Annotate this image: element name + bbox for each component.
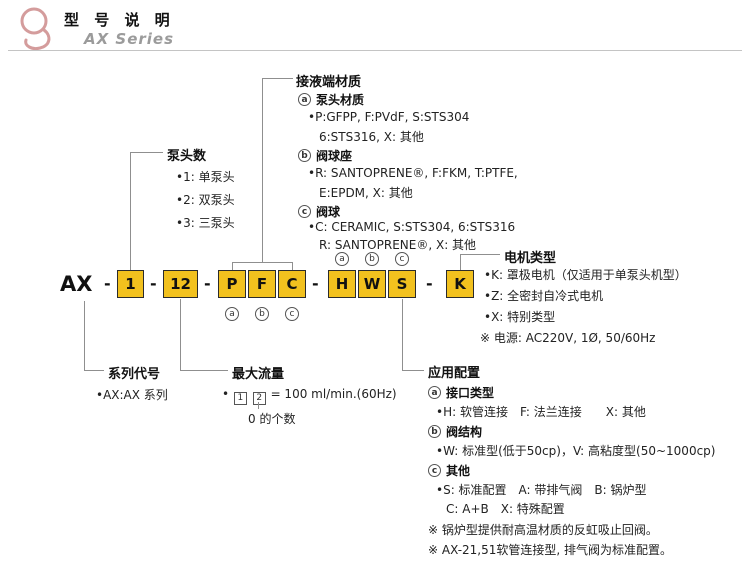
application-group-a-line: •H: 软管连接 F: 法兰连接 X: 其他 (436, 405, 646, 419)
section-title-flow: 最大流量 (232, 367, 285, 382)
motor-power-note: ※ 电源: AC220V, 1Ø, 50/60Hz (480, 331, 656, 345)
circled-marker-a-below: a (225, 307, 239, 321)
wetted-group-b-text: 阀球座 (316, 149, 353, 163)
application-group-c-text: 其他 (446, 464, 471, 478)
flow-digit-box-1: 1 (233, 391, 247, 405)
wetted-group-c-line2: R: SANTOPRENE®, X: 其他 (319, 238, 477, 252)
flow-bullet: • (222, 387, 230, 401)
circled-marker-b-above: b (365, 252, 379, 266)
circled-marker-c-above: c (395, 252, 409, 266)
circled-b-icon: b (428, 425, 441, 438)
connector-series-vertical (84, 301, 85, 370)
circled-b-icon: b (298, 149, 311, 162)
circled-a-icon: a (298, 93, 311, 106)
circled-marker-a-above: a (335, 252, 349, 266)
motor-item: •X: 特别类型 (484, 310, 556, 324)
code-box-config: S (388, 270, 416, 298)
section-title-series: 系列代号 (108, 367, 161, 382)
connector-pump-heads-vertical (130, 152, 131, 270)
connector-pump-heads-horizontal (130, 152, 163, 153)
model-prefix: AX (60, 272, 93, 296)
wetted-group-b-line2: E:EPDM, X: 其他 (319, 186, 413, 200)
wetted-group-c-text: 阀球 (316, 205, 341, 219)
connector-wetted-bus (232, 262, 293, 263)
motor-item: •K: 罩极电机（仅适用于单泵头机型） (484, 268, 687, 282)
connector-series-horizontal (84, 370, 104, 371)
application-note-2: ※ AX-21,51软管连接型, 排气阀为标准配置。 (428, 543, 673, 557)
wetted-group-b-line1: •R: SANTOPRENE®, F:FKM, T:PTFE, (308, 166, 518, 180)
connector-wetted-vertical (262, 78, 263, 262)
application-group-c-line2: C: A+B X: 特殊配置 (446, 502, 565, 516)
dash-separator: - (104, 274, 111, 293)
circled-c-icon: c (428, 464, 441, 477)
flow-digit-box-2: 2 (252, 391, 266, 405)
page-title: 型 号 说 明 (64, 11, 175, 29)
connector-motor-vertical (460, 254, 461, 270)
application-group-c-line1: •S: 标准配置 A: 带排气阀 B: 锅炉型 (436, 483, 647, 497)
circled-a-icon: a (428, 386, 441, 399)
code-box-motor-type: K (446, 270, 474, 298)
code-box-valve-ball: C (278, 270, 306, 298)
connector-application-vertical (402, 299, 403, 370)
circled-marker-b-below: b (255, 307, 269, 321)
connector-flow-horizontal (180, 370, 228, 371)
connector-wetted-horizontal (262, 78, 293, 79)
code-box-flow: 12 (163, 270, 198, 298)
flow-note: 0 的个数 (248, 412, 296, 426)
pump-heads-item: •2: 双泵头 (176, 193, 235, 207)
wetted-group-a-line2: 6:STS316, X: 其他 (319, 130, 424, 144)
pump-heads-item: •3: 三泵头 (176, 216, 235, 230)
application-note-1: ※ 锅炉型提供耐高温材质的反虹吸止回阀。 (428, 523, 658, 537)
application-group-c-label: c 其他 (428, 462, 470, 479)
code-box-valve-structure: W (358, 270, 386, 298)
dash-separator: - (150, 274, 157, 293)
connector-motor-horizontal (460, 254, 500, 255)
connector-wetted-stub-c (292, 262, 293, 270)
series-subtitle: AX Series (84, 30, 175, 48)
code-box-port-type: H (328, 270, 356, 298)
application-group-a-label: a 接口类型 (428, 384, 494, 401)
flow-formula: • 1 2 = 100 ml/min.(60Hz) (222, 387, 397, 405)
section-title-motor: 电机类型 (504, 251, 557, 266)
pump-heads-item: •1: 单泵头 (176, 170, 235, 184)
wetted-group-b-label: b 阀球座 (298, 147, 352, 164)
dash-separator: - (426, 274, 433, 293)
section-title-wetted: 接液端材质 (296, 75, 362, 90)
dash-separator: - (312, 274, 319, 293)
code-box-valve-seat: F (248, 270, 276, 298)
connector-wetted-stub-p (232, 262, 233, 270)
circled-c-icon: c (298, 205, 311, 218)
section-title-application: 应用配置 (428, 366, 481, 381)
dash-separator: - (204, 274, 211, 293)
code-box-head-material: P (218, 270, 246, 298)
connector-flow-vertical (180, 299, 181, 370)
brand-logo-icon (12, 4, 64, 60)
connector-application-horizontal (402, 370, 424, 371)
wetted-group-c-label: c 阀球 (298, 203, 340, 220)
flow-note-tick (258, 402, 259, 409)
code-box-pump-heads: 1 (117, 270, 144, 298)
application-group-b-line: •W: 标准型(低于50cp)，V: 高粘度型(50~1000cp) (436, 444, 716, 458)
motor-item: •Z: 全密封自冷式电机 (484, 289, 604, 303)
circled-marker-c-below: c (285, 307, 299, 321)
wetted-group-c-line1: •C: CERAMIC, S:STS304, 6:STS316 (308, 220, 516, 234)
application-group-b-text: 阀结构 (446, 425, 483, 439)
wetted-group-a-line1: •P:GFPP, F:PVdF, S:STS304 (308, 110, 470, 124)
wetted-group-a-label: a 泵头材质 (298, 91, 364, 108)
flow-formula-text: = 100 ml/min.(60Hz) (270, 387, 397, 401)
series-item: •AX:AX 系列 (96, 388, 168, 402)
section-title-pump-heads: 泵头数 (167, 149, 207, 164)
header-divider (8, 50, 742, 51)
application-group-a-text: 接口类型 (446, 386, 495, 400)
application-group-b-label: b 阀结构 (428, 423, 482, 440)
wetted-group-a-text: 泵头材质 (316, 93, 365, 107)
